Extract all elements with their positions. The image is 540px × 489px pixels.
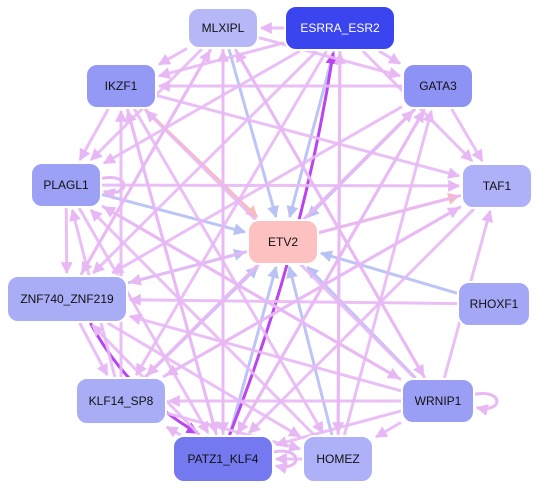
edge-esrra_esr2-to-znf740_znf219 (92, 49, 318, 275)
node-box (6, 275, 128, 323)
edge-patz1_klf4-to-gata3 (235, 109, 425, 436)
self-loop-patz1_klf4 (272, 449, 298, 475)
node-box (401, 378, 475, 424)
node-label: TAF1 (483, 179, 512, 193)
edge-gata3-to-znf740_znf219 (111, 105, 403, 275)
edge-taf1-to-patz1_klf4 (248, 207, 475, 435)
edge-gata3-to-taf1 (450, 108, 484, 163)
node-label: IKZF1 (105, 79, 138, 93)
edge-patz1_klf4-to-ikzf1 (124, 109, 218, 436)
edge-znf740_znf219-to-homez (106, 321, 302, 438)
node-box (461, 163, 533, 209)
node-box (402, 63, 474, 109)
edge-esrra_esr2-to-klf14_sp8 (134, 50, 328, 377)
node-label: HOMEZ (316, 452, 359, 466)
node-box (302, 435, 374, 483)
edge-wrnip1-to-znf740_znf219 (128, 313, 402, 393)
node-box (284, 5, 396, 51)
node-taf1[interactable]: TAF1 (461, 163, 533, 209)
node-label: GATA3 (419, 79, 457, 93)
edge-esrra_esr2-to-etv2 (286, 50, 336, 219)
node-znf740-znf219[interactable]: ZNF740_ZNF219 (6, 275, 128, 323)
edge-wrnip1-to-plagl1 (102, 205, 402, 381)
edge-plagl1-to-znf740_znf219 (60, 207, 73, 275)
node-label: ESRRA_ESR2 (300, 21, 380, 35)
node-gata3[interactable]: GATA3 (402, 63, 474, 109)
edge-klf14_sp8-to-taf1 (162, 206, 461, 379)
edge-esrra_esr2-to-gata3 (378, 49, 402, 65)
edge-homez-to-esrra_esr2 (333, 51, 346, 436)
edge-ikzf1-to-homez (133, 108, 325, 435)
node-box (75, 377, 167, 425)
node-box (247, 219, 319, 265)
node-box (30, 162, 102, 208)
node-homez[interactable]: HOMEZ (302, 435, 374, 483)
node-box (187, 7, 259, 49)
node-wrnip1[interactable]: WRNIP1 (401, 378, 475, 424)
edge-mlxipl-to-gata3 (258, 36, 402, 79)
node-klf14-sp8[interactable]: KLF14_SP8 (75, 377, 167, 425)
node-box (85, 63, 157, 109)
edge-znf740_znf219-to-klf14_sp8 (78, 322, 109, 377)
node-label: MLXIPL (202, 21, 245, 35)
edge-patz1_klf4-to-klf14_sp8 (165, 425, 182, 438)
edge-mlxipl-to-etv2 (227, 48, 279, 219)
edge-wrnip1-to-mlxipl (234, 49, 427, 379)
node-box (457, 281, 531, 327)
edge-homez-to-etv2 (286, 265, 334, 436)
node-label: WRNIP1 (415, 394, 462, 408)
node-box (172, 435, 274, 483)
node-esrra-esr2[interactable]: ESRRA_ESR2 (284, 5, 396, 51)
node-rhoxf1[interactable]: RHOXF1 (457, 281, 531, 327)
self-loop-wrnip1 (473, 391, 499, 416)
node-ikzf1[interactable]: IKZF1 (85, 63, 157, 109)
node-label: PATZ1_KLF4 (188, 452, 259, 466)
node-mlxipl[interactable]: MLXIPL (187, 7, 259, 49)
node-label: RHOXF1 (470, 297, 519, 311)
node-label: KLF14_SP8 (89, 394, 154, 408)
node-etv2[interactable]: ETV2 (247, 219, 319, 265)
edge-homez-to-plagl1 (89, 208, 316, 437)
edge-homez-to-gata3 (342, 109, 435, 436)
edge-wrnip1-to-homez (374, 421, 402, 439)
edge-ikzf1-to-plagl1 (78, 108, 110, 162)
node-label: ETV2 (268, 235, 298, 249)
edge-mlxipl-to-ikzf1 (157, 47, 188, 66)
node-patz1-klf4[interactable]: PATZ1_KLF4 (172, 435, 274, 483)
node-label: ZNF740_ZNF219 (20, 292, 114, 306)
node-plagl1[interactable]: PLAGL1 (30, 162, 102, 208)
edge-ikzf1-to-taf1 (156, 94, 461, 179)
edge-plagl1-to-etv2 (101, 193, 247, 236)
node-label: PLAGL1 (43, 178, 89, 192)
self-loop-plagl1 (100, 175, 126, 200)
edge-znf740_znf219-to-mlxipl (79, 49, 212, 276)
edge-plagl1-to-taf1 (101, 179, 461, 192)
